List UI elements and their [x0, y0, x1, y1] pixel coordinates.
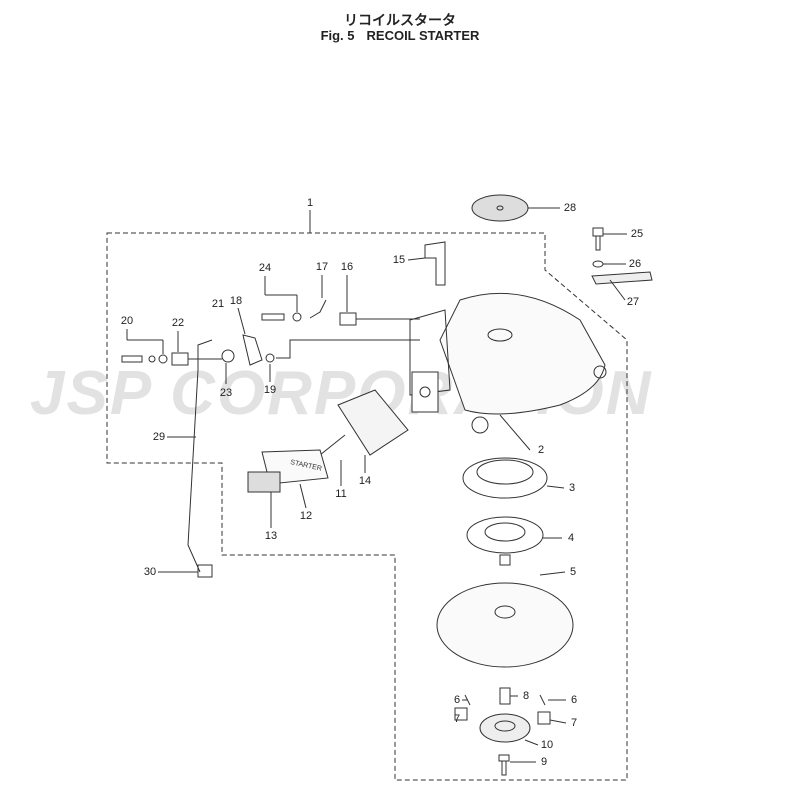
callout-25: 25 — [630, 228, 644, 240]
part-14-grommet — [337, 389, 409, 473]
callout-28: 28 — [563, 202, 577, 214]
callout-5: 5 — [569, 566, 577, 578]
callout-12: 12 — [299, 510, 313, 522]
part-18-lever — [237, 307, 263, 366]
part-6-spring-left — [462, 694, 471, 706]
callout-3: 3 — [568, 482, 576, 494]
part-2-starter-case — [409, 292, 607, 451]
part-16-collar — [339, 275, 420, 326]
callout-7-left: 7 — [453, 713, 461, 725]
part-7-pawl-right — [537, 711, 567, 725]
part-25-bolt — [592, 227, 627, 251]
callout-4: 4 — [567, 532, 575, 544]
part-9-bolt — [498, 754, 536, 776]
callout-9: 9 — [540, 756, 548, 768]
callout-10: 10 — [540, 739, 554, 751]
part-7-pawl-left — [454, 707, 468, 721]
part-22-collar — [171, 331, 222, 366]
callout-18: 18 — [229, 295, 243, 307]
title-japanese: リコイルスタータ — [344, 13, 456, 29]
part-15-lever — [407, 241, 446, 286]
part-20-screw — [121, 329, 168, 364]
part-23-spring — [221, 349, 235, 384]
callout-13: 13 — [264, 530, 278, 542]
callout-6-left: 6 — [453, 694, 461, 706]
part-3-reel — [462, 457, 565, 499]
callout-22: 22 — [171, 317, 185, 329]
figure-number: Fig. 5 — [320, 28, 355, 43]
callout-6-right: 6 — [570, 694, 578, 706]
callout-26: 26 — [628, 258, 642, 270]
callout-30: 30 — [143, 566, 157, 578]
callout-19: 19 — [263, 384, 277, 396]
part-13-grip — [247, 471, 281, 528]
part-6-spring-right — [539, 694, 566, 706]
callout-1: 1 — [306, 197, 314, 209]
callout-20: 20 — [120, 315, 134, 327]
part-10-drive-plate — [479, 713, 539, 746]
part-28-disc — [471, 194, 560, 222]
part-26-washer — [592, 260, 626, 268]
part-5-pulley — [436, 554, 574, 668]
callout-15: 15 — [392, 254, 406, 266]
callout-7-right: 7 — [570, 717, 578, 729]
callout-16: 16 — [340, 261, 354, 273]
part-8-spring — [499, 687, 518, 705]
part-24-screw — [261, 276, 302, 322]
callout-11: 11 — [335, 488, 347, 500]
part-27-bracket — [591, 271, 653, 301]
callout-8: 8 — [522, 690, 530, 702]
callout-21: 21 — [211, 298, 225, 310]
callout-24: 24 — [258, 262, 272, 274]
part-11-rope — [319, 434, 346, 486]
figure-name: RECOIL STARTER — [366, 28, 480, 43]
part-4-spring — [466, 516, 562, 554]
callout-14: 14 — [358, 475, 372, 487]
figure-title: Fig. 5 RECOIL STARTER — [0, 28, 800, 43]
part-30-clip — [158, 564, 213, 578]
part-17-spring — [309, 275, 327, 319]
callout-29: 29 — [152, 431, 166, 443]
callout-17: 17 — [315, 261, 329, 273]
callout-2: 2 — [537, 444, 545, 456]
part-19-washer — [265, 339, 420, 382]
callout-27: 27 — [626, 296, 640, 308]
callout-23: 23 — [219, 387, 233, 399]
part-29-rod — [167, 339, 213, 573]
